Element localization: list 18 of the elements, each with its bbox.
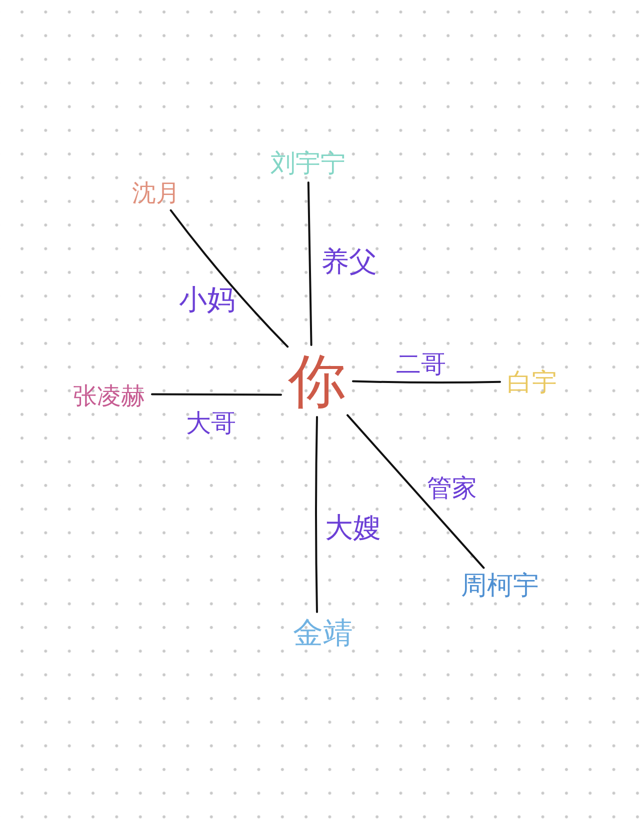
person-name: 周柯宇 xyxy=(461,573,539,599)
person-name: 刘宇宁 xyxy=(270,150,346,176)
connector-line xyxy=(346,414,485,569)
edge-label: 管家 xyxy=(427,476,477,500)
connector-line xyxy=(170,209,289,348)
connector-line xyxy=(315,416,318,613)
edge-label: 大嫂 xyxy=(325,514,381,542)
center-character: 你 xyxy=(288,352,346,410)
person-name: 白宇 xyxy=(507,370,557,394)
edge-label: 大哥 xyxy=(186,410,236,436)
person-name: 沈月 xyxy=(132,181,180,205)
person-name: 金靖 xyxy=(293,619,353,649)
edge-label: 二哥 xyxy=(396,352,446,376)
connector-line xyxy=(307,182,312,346)
edge-label: 小妈 xyxy=(179,286,235,314)
edge-label: 养父 xyxy=(321,248,377,276)
connector-line xyxy=(151,393,282,396)
person-name: 张凌赫 xyxy=(73,384,145,408)
